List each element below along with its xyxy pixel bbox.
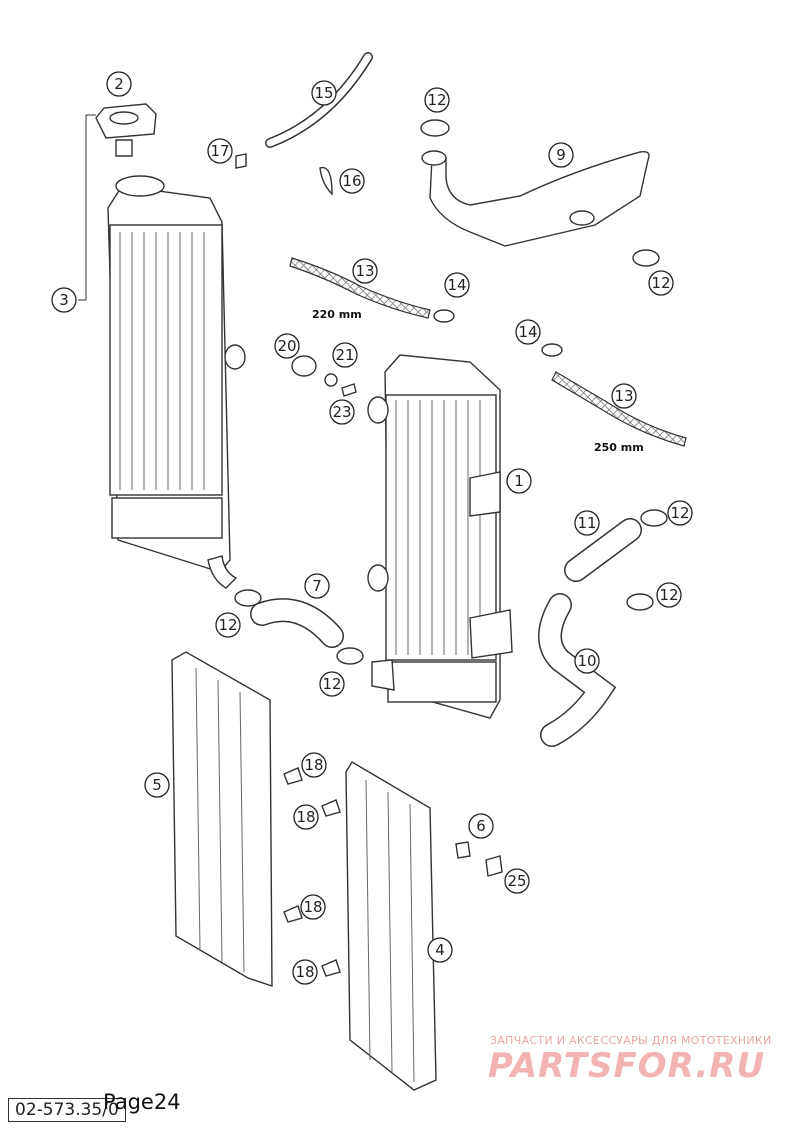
callout-3: 3 bbox=[51, 287, 77, 313]
dimension-250mm: 250 mm bbox=[594, 441, 644, 454]
svg-text:12: 12 bbox=[659, 586, 678, 604]
callout-14: 14 bbox=[515, 319, 541, 345]
callout-23: 23 bbox=[329, 399, 355, 425]
callout-20: 20 bbox=[274, 333, 300, 359]
callout-4: 4 bbox=[427, 937, 453, 963]
svg-text:6: 6 bbox=[476, 817, 486, 835]
overflow-hose-inner bbox=[266, 53, 372, 147]
page-label: Page24 bbox=[103, 1090, 181, 1114]
svg-text:13: 13 bbox=[355, 262, 374, 280]
callout-12: 12 bbox=[319, 671, 345, 697]
svg-text:7: 7 bbox=[312, 577, 322, 595]
callout-18: 18 bbox=[301, 752, 327, 778]
svg-text:21: 21 bbox=[335, 346, 354, 364]
callout-11: 11 bbox=[574, 510, 600, 536]
svg-text:12: 12 bbox=[427, 91, 446, 109]
callout-14: 14 bbox=[444, 272, 470, 298]
callout-2: 2 bbox=[106, 71, 132, 97]
callout-18: 18 bbox=[293, 804, 319, 830]
callout-12: 12 bbox=[648, 270, 674, 296]
svg-text:14: 14 bbox=[518, 323, 537, 341]
callout-25: 25 bbox=[504, 868, 530, 894]
svg-text:17: 17 bbox=[210, 142, 229, 160]
document-code: 02-573.35/0 bbox=[8, 1098, 126, 1122]
callout-17: 17 bbox=[207, 138, 233, 164]
svg-text:16: 16 bbox=[342, 172, 361, 190]
callout-18: 18 bbox=[300, 894, 326, 920]
svg-text:18: 18 bbox=[296, 808, 315, 826]
svg-text:12: 12 bbox=[322, 675, 341, 693]
svg-text:2: 2 bbox=[114, 75, 124, 93]
left-radiator bbox=[107, 175, 246, 589]
braided-hose-220 bbox=[289, 257, 431, 319]
svg-text:15: 15 bbox=[314, 84, 333, 102]
y-hose bbox=[429, 150, 650, 247]
svg-text:23: 23 bbox=[332, 403, 351, 421]
svg-text:9: 9 bbox=[556, 146, 566, 164]
svg-text:20: 20 bbox=[277, 337, 296, 355]
callout-6: 6 bbox=[468, 813, 494, 839]
right-radiator bbox=[367, 354, 513, 719]
callout-7: 7 bbox=[304, 573, 330, 599]
svg-text:25: 25 bbox=[507, 872, 526, 890]
watermark-tagline: ЗАПЧАСТИ И АКСЕССУАРЫ ДЛЯ МОТОТЕХНИКИ bbox=[490, 1034, 772, 1047]
callout-16: 16 bbox=[339, 168, 365, 194]
dimension-220mm: 220 mm bbox=[312, 308, 362, 321]
svg-text:4: 4 bbox=[435, 941, 445, 959]
callout-18: 18 bbox=[292, 959, 318, 985]
callout-15: 15 bbox=[311, 80, 337, 106]
callout-12: 12 bbox=[215, 612, 241, 638]
svg-text:12: 12 bbox=[218, 616, 237, 634]
callout-13: 13 bbox=[611, 383, 637, 409]
braided-hose-250 bbox=[551, 371, 687, 447]
callout-12: 12 bbox=[424, 87, 450, 113]
callout-9: 9 bbox=[548, 142, 574, 168]
left-shroud bbox=[171, 651, 273, 987]
hose-clamps bbox=[234, 119, 668, 665]
callout-10: 10 bbox=[574, 648, 600, 674]
svg-text:18: 18 bbox=[304, 756, 323, 774]
svg-text:3: 3 bbox=[59, 291, 69, 309]
svg-text:18: 18 bbox=[295, 963, 314, 981]
callout-5: 5 bbox=[144, 772, 170, 798]
svg-text:11: 11 bbox=[577, 514, 596, 532]
watermark-logo: PARTSFOR.RU bbox=[488, 1046, 766, 1086]
svg-text:12: 12 bbox=[670, 504, 689, 522]
svg-text:14: 14 bbox=[447, 276, 466, 294]
callout-12: 12 bbox=[656, 582, 682, 608]
svg-text:18: 18 bbox=[303, 898, 322, 916]
callout-13: 13 bbox=[352, 258, 378, 284]
svg-text:13: 13 bbox=[614, 387, 633, 405]
svg-text:1: 1 bbox=[514, 472, 524, 490]
radiator-cap bbox=[95, 103, 157, 157]
svg-text:5: 5 bbox=[152, 776, 162, 794]
callout-21: 21 bbox=[332, 342, 358, 368]
svg-text:10: 10 bbox=[577, 652, 596, 670]
right-shroud bbox=[345, 761, 437, 1091]
leader-line-3 bbox=[78, 114, 96, 301]
svg-text:12: 12 bbox=[651, 274, 670, 292]
callout-12: 12 bbox=[667, 500, 693, 526]
callout-1: 1 bbox=[506, 468, 532, 494]
fasteners bbox=[235, 153, 503, 977]
